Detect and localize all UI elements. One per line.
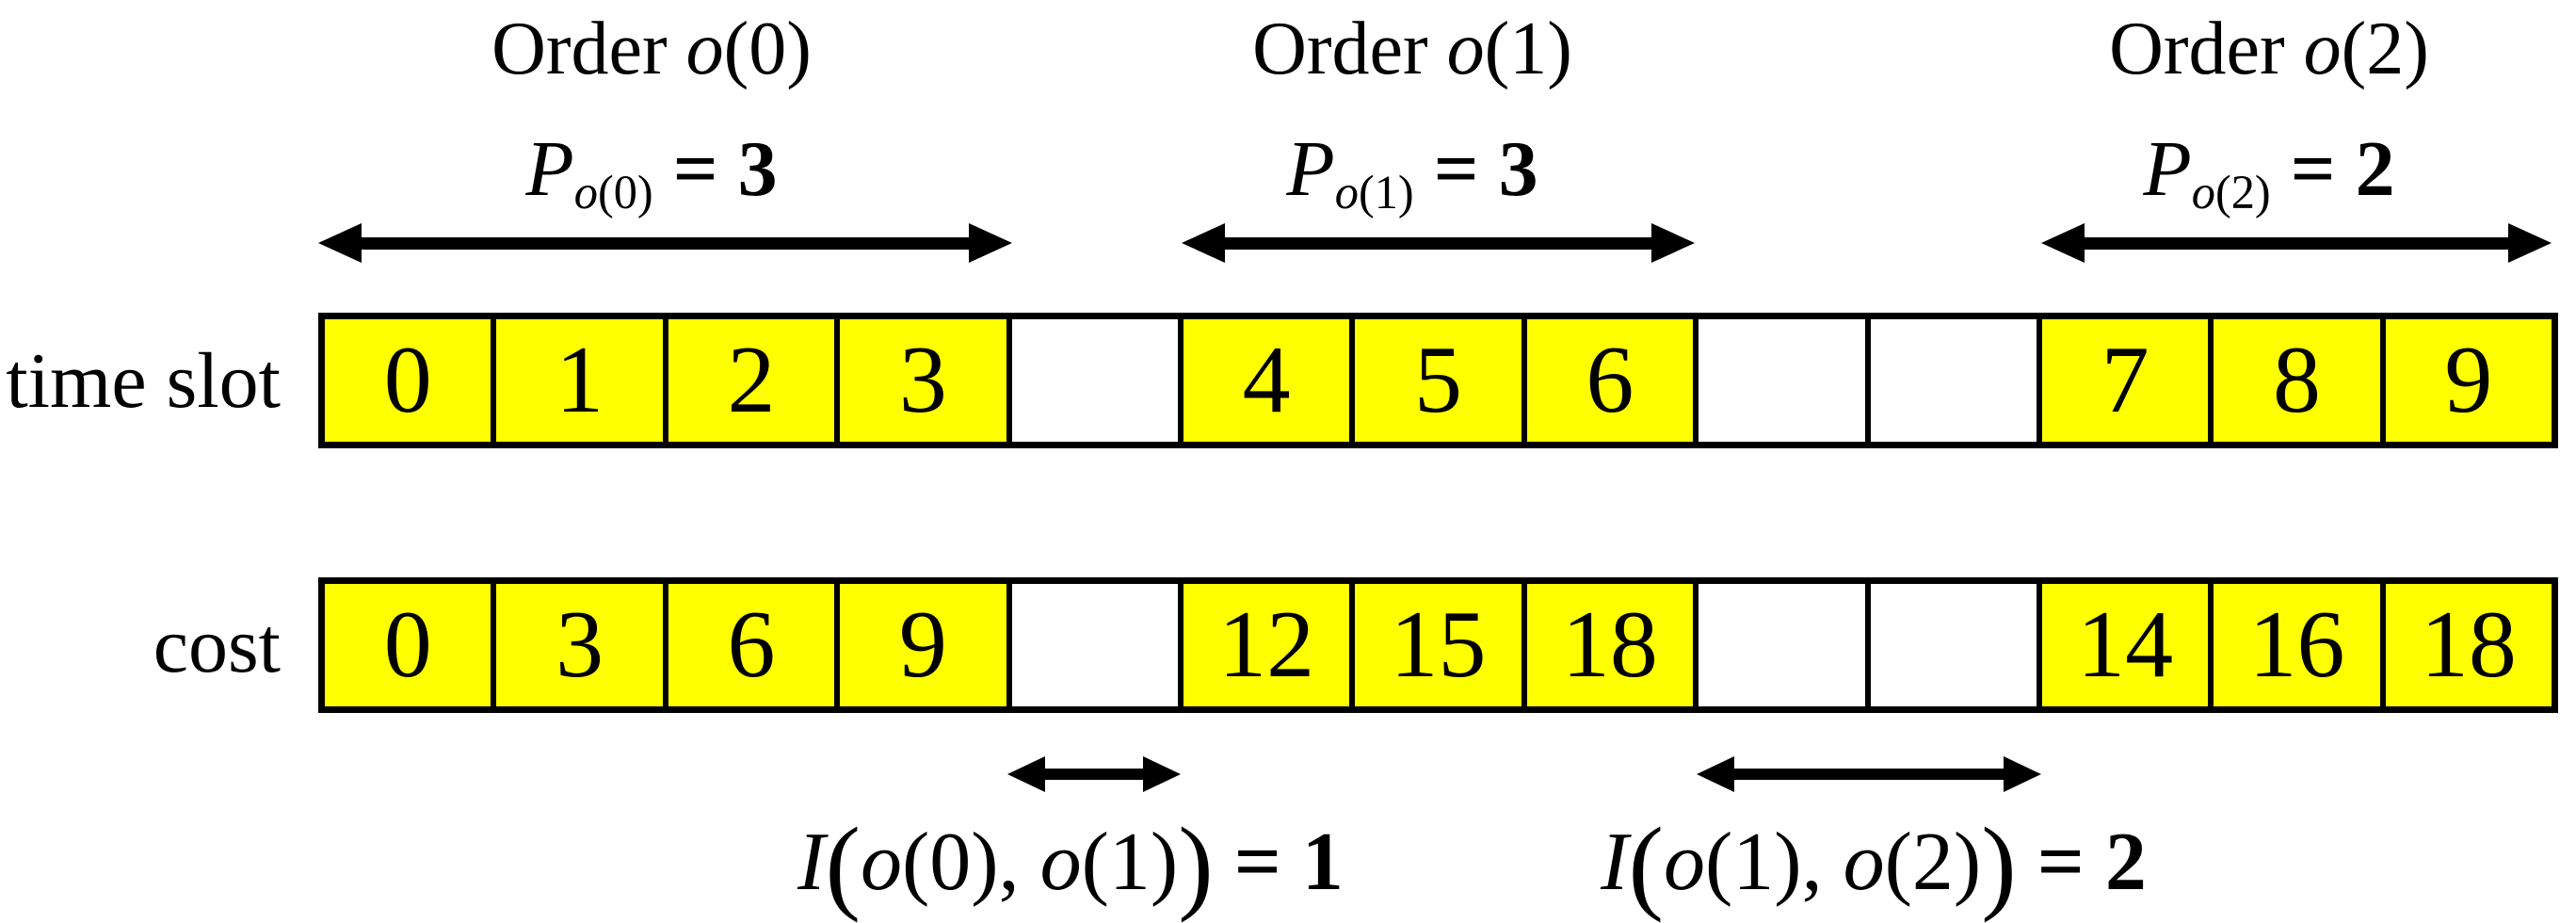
time-slot-cell [1011, 319, 1183, 442]
cost-cell: 18 [1526, 584, 1699, 706]
order-1-title-index: (1) [1484, 8, 1572, 90]
order-2-duration-label: Po(2) = 2 [1845, 121, 2576, 219]
order-2-title-index: (2) [2341, 8, 2429, 90]
time-slot-cell: 0 [325, 319, 497, 442]
p-subscript-var: o [573, 166, 598, 219]
cost-cell: 14 [2041, 584, 2214, 706]
p-subscript-index: (2) [2214, 166, 2271, 219]
order-0-title: Order o(0) [228, 0, 1075, 98]
time-slot-cell: 5 [1355, 319, 1527, 442]
idle-arrow-1 [1697, 748, 2041, 801]
arrowhead-right-icon [1651, 223, 1695, 263]
p-subscript-index: (1) [1358, 166, 1414, 219]
p-subscript-var: o [1334, 166, 1359, 219]
arrowhead-right-icon [1143, 756, 1181, 792]
time-slot-cell: 9 [2385, 319, 2552, 442]
time-slot-cell [1870, 319, 2042, 442]
arrow-shaft [1034, 769, 1154, 780]
idle-separator: , [998, 817, 1040, 908]
row-label-time-slot: time slot [6, 336, 281, 425]
cost-cell: 3 [496, 584, 668, 706]
cost-cell: 6 [668, 584, 841, 706]
p-value: = 3 [1413, 125, 1538, 213]
arrow-shaft [350, 236, 980, 250]
order-0-title-var: o [685, 8, 724, 90]
idle-arg2-index: (1) [1081, 817, 1179, 908]
idle-open-paren: ( [1628, 806, 1664, 923]
idle-close-paren: ) [1178, 806, 1214, 923]
arrow-shaft [1214, 236, 1663, 250]
time-slot-cell: 6 [1526, 319, 1699, 442]
p-symbol: P [525, 125, 574, 213]
idle-value: = 1 [1213, 817, 1344, 908]
order-0-title-text: Order [491, 8, 686, 90]
time-slot-cell: 4 [1183, 319, 1356, 442]
order-2-title: Order o(2) [1845, 0, 2576, 98]
time-slot-cell [1699, 319, 1871, 442]
cost-cell: 9 [840, 584, 1012, 706]
order-2-span-arrow [2041, 215, 2552, 271]
time-slot-cell: 1 [496, 319, 668, 442]
order-1-span-arrow [1182, 215, 1695, 271]
order-2-title-var: o [2303, 8, 2342, 90]
idle-value: = 2 [2016, 817, 2147, 908]
order-0-span-arrow [318, 215, 1012, 271]
arrowhead-right-icon [2508, 223, 2552, 263]
cost-strip: 0 3 6 9 12 15 18 14 16 18 [318, 577, 2558, 713]
cost-cell [1699, 584, 1871, 706]
idle-arg2-index: (2) [1884, 817, 1982, 908]
idle-arg2-var: o [1843, 817, 1885, 908]
idle-label-0: I(o(0), o(1)) = 1 [600, 808, 1541, 918]
p-symbol: P [1286, 125, 1335, 213]
time-slot-cell: 3 [840, 319, 1012, 442]
idle-arg1-index: (1) [1704, 817, 1802, 908]
idle-arg1-var: o [1663, 817, 1705, 908]
idle-func: I [797, 817, 826, 908]
arrowhead-right-icon [2004, 756, 2041, 792]
p-subscript-var: o [2191, 166, 2215, 219]
idle-open-paren: ( [825, 806, 861, 923]
cost-cell: 18 [2385, 584, 2552, 706]
order-0-title-index: (0) [723, 8, 812, 90]
idle-label-1: I(o(1), o(2)) = 2 [1403, 808, 2344, 918]
idle-arg2-var: o [1039, 817, 1082, 908]
idle-func: I [1601, 817, 1629, 908]
idle-arg1-var: o [860, 817, 902, 908]
order-2-title-text: Order [2109, 8, 2304, 90]
cost-cell [1870, 584, 2042, 706]
order-1-title-text: Order [1252, 8, 1447, 90]
idle-close-paren: ) [1981, 806, 2017, 923]
arrow-shaft [2073, 236, 2520, 250]
idle-separator: , [1801, 817, 1843, 908]
idle-arg1-index: (0) [901, 817, 999, 908]
time-slot-cell: 7 [2041, 319, 2214, 442]
cost-cell: 15 [1355, 584, 1527, 706]
idle-arrow-0 [1007, 748, 1181, 801]
order-0-duration-label: Po(0) = 3 [228, 121, 1075, 219]
arrowhead-right-icon [969, 223, 1012, 263]
order-1-title-var: o [1446, 8, 1485, 90]
row-label-cost: cost [153, 601, 281, 689]
cost-cell: 0 [325, 584, 497, 706]
cost-cell: 16 [2214, 584, 2386, 706]
time-slot-strip: 0 1 2 3 4 5 6 7 8 9 [318, 313, 2558, 448]
p-symbol: P [2143, 125, 2192, 213]
order-1-duration-label: Po(1) = 3 [989, 121, 1836, 219]
cost-cell: 12 [1183, 584, 1356, 706]
p-value: = 2 [2270, 125, 2395, 213]
arrow-shaft [1723, 769, 2015, 780]
cost-cell [1011, 584, 1183, 706]
p-subscript-index: (0) [597, 166, 653, 219]
order-1-title: Order o(1) [989, 0, 1836, 98]
time-slot-cell: 8 [2214, 319, 2386, 442]
time-slot-cell: 2 [668, 319, 841, 442]
p-value: = 3 [652, 125, 778, 213]
